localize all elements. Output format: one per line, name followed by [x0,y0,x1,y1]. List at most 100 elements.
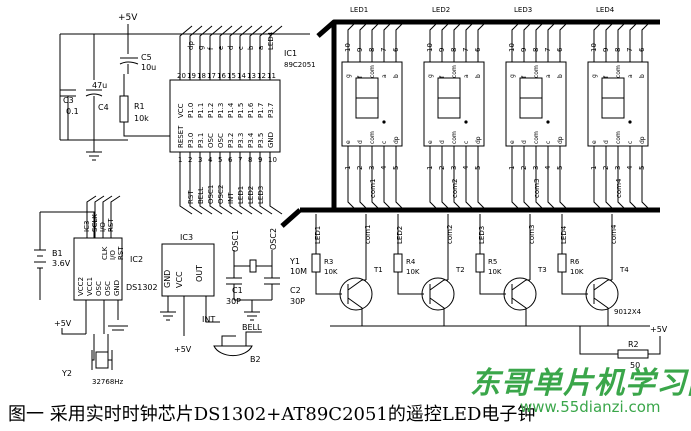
transistor-symbol [429,279,448,326]
ic3-wires [167,296,220,336]
r1-ref: R1 [134,102,145,111]
osc1-label: OSC1 [231,230,240,252]
led-top-wire [511,21,521,62]
transistor-body [339,277,373,311]
led-seg-label: g [591,74,598,78]
ic1-bottom-wire [259,152,273,215]
led-pin-number: 10 [508,43,516,52]
b2-ref: B2 [250,355,261,364]
ic2-pin-label: OSC [95,281,103,296]
ic1-pin-label: GND [267,132,275,148]
transistor-wire [397,214,449,280]
led-dp [628,120,632,124]
vcc-label-top: +5V [118,13,138,23]
led-pin-number: 6 [474,47,482,52]
ic1-bottom-wire [249,152,263,215]
led-seg-label: com [369,65,376,78]
ic2-wires [39,211,95,238]
osc-wires [233,250,273,278]
y2-ref: Y2 [61,369,72,378]
ic1-pin-label: P1.2 [207,103,215,118]
led-seg-label: f [521,75,528,78]
led-com-label: com4 [615,178,623,198]
ic1-pin-number: 15 [227,72,236,80]
transistor-body [585,277,619,311]
ic1-net-label: LED1 [237,186,245,204]
led-com-label: com3 [533,179,541,198]
ic1-top-wire [249,25,263,80]
battery-b1 [34,238,46,300]
led-seg-label: com [533,65,540,78]
c2-ref: C2 [290,286,301,295]
ic1-net-label: LED2 [247,186,255,204]
ic1-net-label: b [247,45,255,50]
led-top-wire [371,21,381,62]
ic1-bottom-wire [189,152,203,215]
ic1-bottom-wire [269,152,283,215]
transistor-com: com4 [610,224,618,244]
led-pin-number: 8 [368,48,376,52]
led-seg-label: a [463,74,470,78]
c2-value: 30P [290,297,305,306]
ic1-ref: IC1 [284,49,297,58]
led-top-wire [453,21,463,62]
transistor-net: LED2 [396,226,404,244]
ic1-top-wire [229,25,243,80]
transistor-ref: T1 [373,266,383,274]
led-pin-number: 9 [602,48,610,52]
ic1-top-wire [259,25,273,80]
ic3-int-label: INT [202,315,215,324]
led-seg-label: dp [639,136,646,144]
c4-ref: C4 [98,103,109,112]
led-seg-label: com [533,131,540,144]
led-seg-label: c [381,141,388,144]
led-pin-number: 9 [356,48,364,52]
led-seg-label: d [357,140,364,144]
led-pin-number: 1 [426,166,434,170]
led-pin-number: 7 [462,48,470,52]
ic1-top-wire [239,25,253,80]
transistor-base-wire [397,272,424,295]
r2-value: 50 [630,361,640,370]
led-seg-label: c [545,141,552,144]
led-pin-number: 2 [520,166,528,170]
ic1-bottom-wire [179,152,193,215]
ic1-net-label: a [257,46,265,50]
ic1-pin-number: 17 [207,72,216,80]
led-pin-number: 1 [590,166,598,170]
c4-symbol [85,89,103,97]
c1-ref: C1 [232,286,243,295]
ic2-pin-label: GND [113,280,121,296]
ic1-net-label: e [217,46,225,50]
y1-value: 10M [290,267,307,276]
led-pin-number: 9 [438,48,446,52]
c5-symbol [119,57,139,74]
led-top-wire [383,21,393,62]
transistor-ref: T2 [455,266,465,274]
transistor-body [503,277,537,311]
led-top-wire [441,21,451,62]
ic1-pin-label: P3.7 [267,103,275,118]
transistor-symbol [593,279,612,326]
led-seg-label: a [545,74,552,78]
led-pin-number: 5 [638,166,646,170]
ic1-pin-number: 20 [177,72,186,80]
transistor-wire [315,214,367,280]
led-bottom-wire [371,146,381,211]
ic1-pin-label: OSC [217,133,225,148]
ic1-net-label: g [197,46,205,50]
ic1-net-label: INT [227,192,235,204]
ic2-net-wire [86,195,97,238]
vcc-label-ds: +5V [54,319,72,328]
led-pin-number: 3 [450,166,458,170]
led-pin-number: 4 [544,165,552,170]
ic2-pin-label: CLK [101,246,109,260]
led-pin-number: 2 [602,166,610,170]
ic2-pin-label: I/O [109,250,117,260]
ic1-pin-number: 13 [247,72,256,80]
c4-value: 47u [92,81,107,90]
transistor-symbol [347,279,366,326]
led-top-wire [605,21,615,62]
ic1-pin-label: P1.0 [187,103,195,118]
led-seg-label: d [521,140,528,144]
